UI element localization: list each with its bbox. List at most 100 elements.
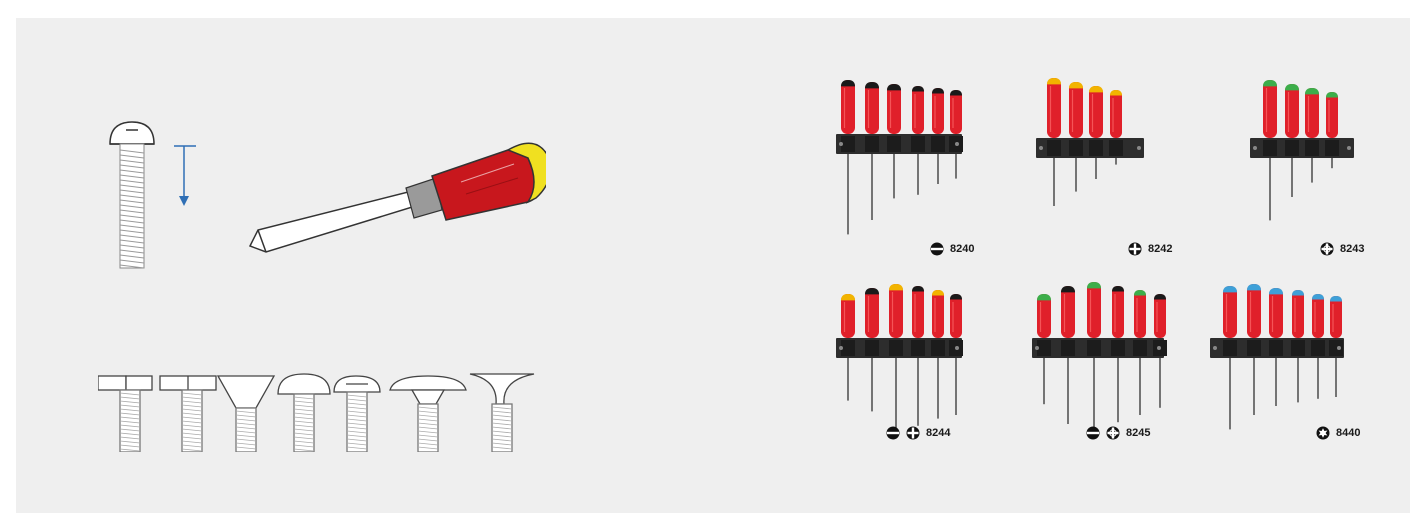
mount-hole	[839, 142, 843, 146]
set-8244-image	[836, 284, 963, 432]
mount-hole	[1035, 346, 1039, 350]
mount-hole	[955, 142, 959, 146]
set-8243-image	[1250, 80, 1354, 221]
screwdriver-handle	[1089, 86, 1103, 138]
slotted-drive-icon	[1086, 426, 1100, 440]
mount-hole	[1347, 146, 1351, 150]
rack-slot	[1329, 340, 1343, 356]
screwdriver-handle	[1154, 294, 1166, 338]
set-code: 8440	[1336, 427, 1361, 439]
screwdriver-handle	[841, 294, 855, 338]
mount-hole	[1039, 146, 1043, 150]
set-label: 8440	[1316, 426, 1360, 440]
set-label: 8244	[886, 426, 950, 440]
rack-slot	[841, 136, 855, 152]
screw-arrow-icon	[109, 121, 196, 269]
mount-hole	[1157, 346, 1161, 350]
rack-slot	[889, 340, 903, 356]
screwdriver-handle	[1134, 290, 1146, 338]
set-8245-image	[1032, 282, 1167, 435]
rack-slot	[1087, 340, 1101, 356]
pozidriv-drive-icon	[1106, 426, 1120, 440]
set-code: 8243	[1340, 243, 1365, 255]
set-label: 8242	[1128, 242, 1172, 256]
phillips-drive-icon	[906, 426, 920, 440]
set-code: 8244	[926, 427, 951, 439]
rack-slot	[931, 340, 945, 356]
set-8242-image	[1036, 78, 1144, 206]
torx-drive-icon	[1316, 426, 1330, 440]
set-code: 8242	[1148, 243, 1173, 255]
screwdriver-handle	[1087, 282, 1101, 338]
screwdriver-handle	[1223, 286, 1237, 338]
screwdriver-handle	[1285, 84, 1299, 138]
set-label: 8240	[930, 242, 974, 256]
rack-slot	[1037, 340, 1051, 356]
product-panel: 8240 8242 8243 8244 8245 8440	[16, 18, 1410, 513]
screwdriver-handle	[1061, 286, 1075, 338]
screwdriver-handle	[1247, 284, 1261, 338]
rack-slot	[1109, 140, 1123, 156]
screwdriver-handle	[841, 80, 855, 134]
phillips-drive-icon	[1128, 242, 1142, 256]
screwdriver-handle	[950, 294, 962, 338]
screwdriver-handle	[1263, 80, 1277, 138]
rack-slot	[841, 340, 855, 356]
rack-slot	[1247, 340, 1261, 356]
rack-slot	[1325, 140, 1339, 156]
screwdriver-handle	[1269, 288, 1283, 338]
screwdriver-handle	[1292, 290, 1304, 338]
screw-heads-icon	[98, 373, 535, 452]
mount-hole	[1213, 346, 1217, 350]
screwdriver-handle	[912, 286, 924, 338]
set-code: 8245	[1126, 427, 1151, 439]
rack-slot	[911, 340, 925, 356]
set-label: 8243	[1320, 242, 1364, 256]
screwdriver-handle	[1312, 294, 1324, 338]
mount-hole	[1253, 146, 1257, 150]
screwdriver-handle	[1305, 88, 1319, 138]
rack-slot	[1133, 340, 1147, 356]
screwdriver-handle	[1037, 294, 1051, 338]
screwdriver-handle	[950, 90, 962, 134]
rack-slot	[1269, 340, 1283, 356]
screwdriver-handle	[865, 82, 879, 134]
set-code: 8240	[950, 243, 975, 255]
rack-slot	[1069, 140, 1083, 156]
rack-slot	[911, 136, 925, 152]
set-8440-image	[1210, 284, 1344, 430]
screwdriver-handle	[1047, 78, 1061, 138]
screwdriver-icon	[248, 142, 546, 253]
screwdriver-handle	[865, 288, 879, 338]
rack-slot	[931, 136, 945, 152]
set-label: 8245	[1086, 426, 1150, 440]
rack-slot	[1305, 140, 1319, 156]
rack-slot	[1223, 340, 1237, 356]
screwdriver-handle	[1069, 82, 1083, 138]
rack-slot	[865, 340, 879, 356]
screwdriver-handle	[932, 290, 944, 338]
rack-slot	[1089, 140, 1103, 156]
screwdriver-handle	[932, 88, 944, 134]
rack-slot	[865, 136, 879, 152]
slotted-drive-icon	[886, 426, 900, 440]
mount-hole	[1137, 146, 1141, 150]
rack-slot	[1311, 340, 1325, 356]
screwdriver-handle	[912, 86, 924, 134]
pozidriv-drive-icon	[1320, 242, 1334, 256]
screwdriver-handle	[889, 284, 903, 338]
screwdriver-handle	[1112, 286, 1124, 338]
rack-slot	[1285, 140, 1299, 156]
rack-slot	[1047, 140, 1061, 156]
rack-slot	[887, 136, 901, 152]
rack-slot	[1263, 140, 1277, 156]
set-8240-image	[836, 80, 963, 235]
mount-hole	[1337, 346, 1341, 350]
slotted-drive-icon	[930, 242, 944, 256]
mount-hole	[839, 346, 843, 350]
rack-slot	[1061, 340, 1075, 356]
screwdriver-handle	[1110, 90, 1122, 138]
mount-hole	[955, 346, 959, 350]
rack-slot	[1291, 340, 1305, 356]
screwdriver-handle	[887, 84, 901, 134]
